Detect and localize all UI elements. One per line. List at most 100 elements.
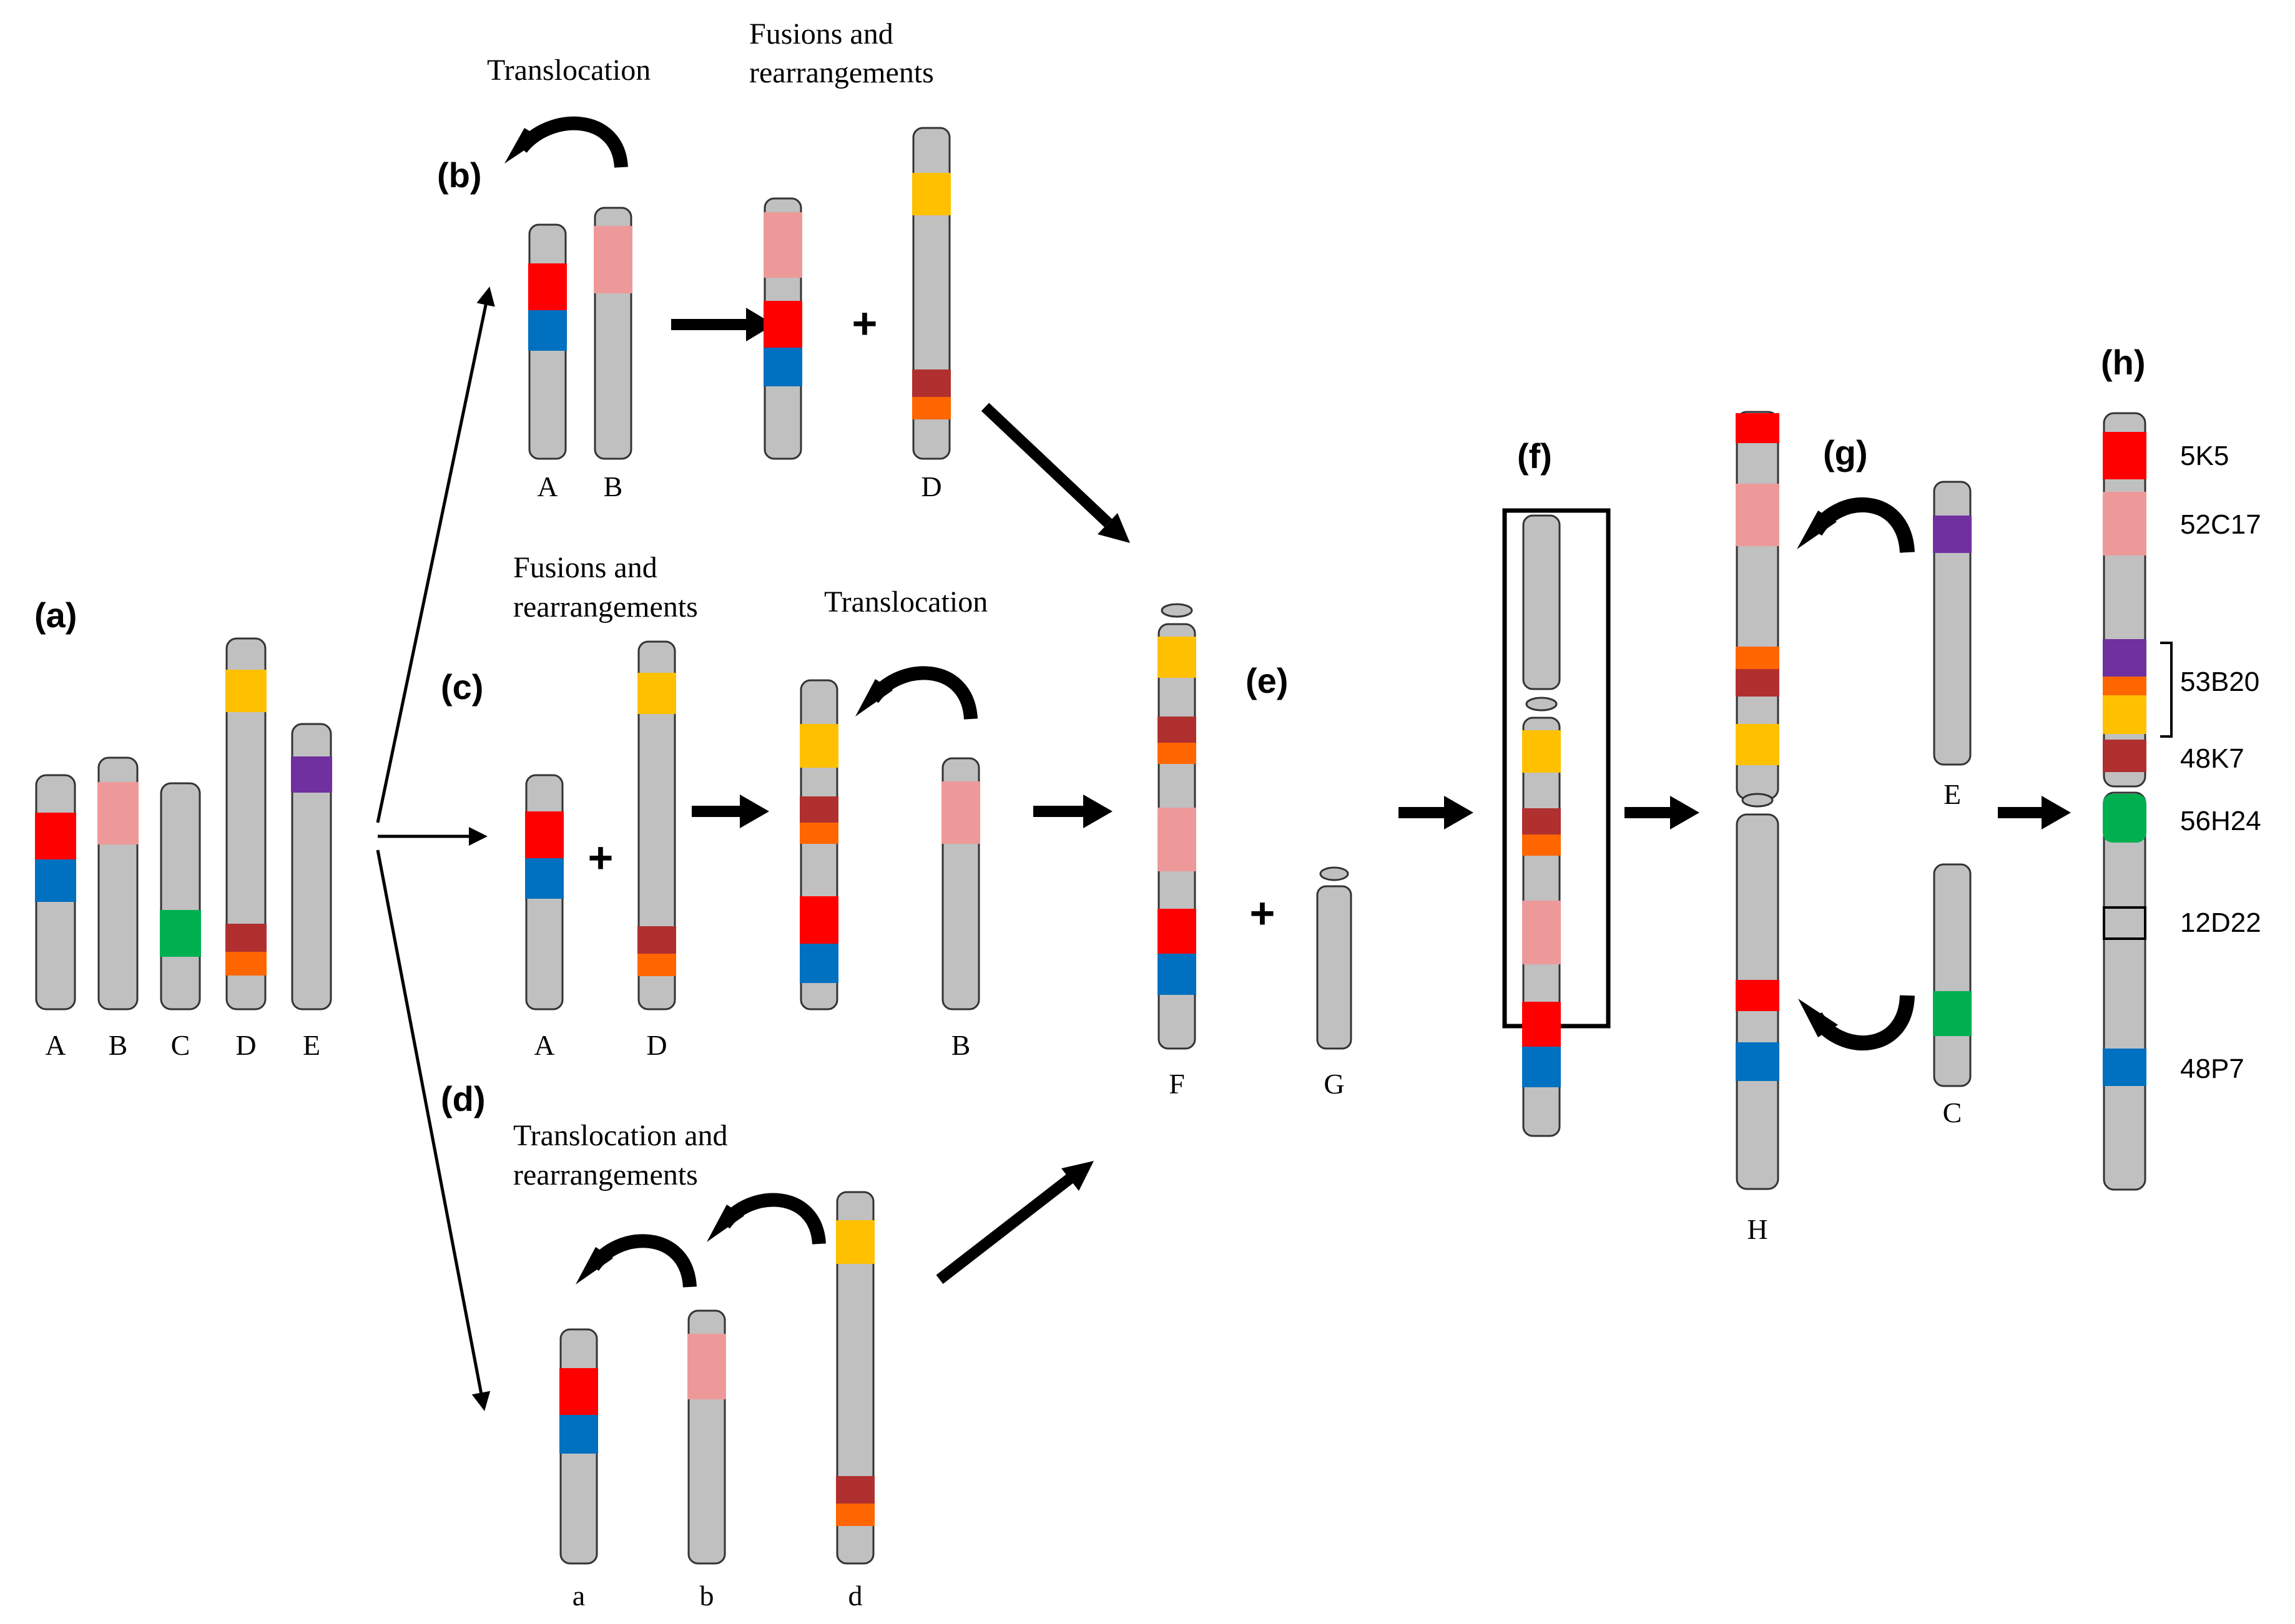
caption-d-line-1: Translocation and bbox=[513, 1119, 728, 1152]
panel-e-tag: (e) bbox=[1246, 661, 1288, 700]
band-gold bbox=[225, 670, 267, 712]
chromosome-e-G bbox=[1316, 885, 1352, 1050]
caption-c-translocation: Translocation bbox=[824, 585, 988, 619]
marker-48K7: 48K7 bbox=[2180, 743, 2244, 774]
band-darkred bbox=[225, 924, 267, 952]
label-d-b: b bbox=[700, 1580, 714, 1612]
band-pink bbox=[1736, 484, 1779, 546]
panel-a: A B C D E bbox=[35, 637, 332, 1061]
band-darkred bbox=[1522, 808, 1561, 834]
curved-arrow-d-1 bbox=[587, 1234, 697, 1288]
label-b-B: B bbox=[604, 471, 623, 502]
label-a-D: D bbox=[235, 1029, 256, 1061]
band-blue bbox=[525, 858, 564, 899]
band-red bbox=[1522, 1002, 1561, 1047]
panel-g-tag: (g) bbox=[1823, 433, 1868, 472]
band-blue bbox=[35, 859, 76, 902]
band-blue bbox=[528, 310, 567, 351]
band-orange bbox=[637, 954, 676, 976]
centromere-H bbox=[1741, 793, 1774, 808]
branch-arrows bbox=[376, 286, 495, 1411]
chromosome-c-D bbox=[637, 640, 676, 1010]
band-purple bbox=[1933, 516, 1972, 553]
band-orange bbox=[1157, 743, 1196, 764]
curved-arrow-g-1 bbox=[1809, 497, 1915, 554]
band-pink bbox=[1157, 808, 1196, 871]
band-darkred bbox=[637, 926, 676, 954]
caption-c-fusions-2: rearrangements bbox=[513, 590, 698, 624]
band-52C17 bbox=[2103, 492, 2146, 555]
panel-e: F + G bbox=[1157, 603, 1473, 1100]
marker-56H24: 56H24 bbox=[2180, 806, 2261, 836]
marker-12D22: 12D22 bbox=[2180, 907, 2261, 938]
chromosome-a-D bbox=[225, 637, 267, 1010]
band-blue bbox=[800, 944, 838, 983]
band-5K5 bbox=[2103, 432, 2146, 479]
chromosome-g-C bbox=[1933, 863, 1972, 1087]
marker-53B20: 53B20 bbox=[2180, 667, 2259, 697]
band-pink bbox=[1522, 901, 1561, 964]
band-red bbox=[528, 263, 567, 310]
band-blue bbox=[1157, 954, 1196, 995]
band-56H24 bbox=[2103, 794, 2146, 843]
band-darkred bbox=[912, 369, 951, 397]
chromosome-h-lower bbox=[2103, 791, 2146, 1191]
band-blue bbox=[764, 348, 802, 386]
marker-48P7: 48P7 bbox=[2180, 1054, 2244, 1084]
band-darkred bbox=[1736, 669, 1779, 697]
label-d-d: d bbox=[848, 1580, 863, 1612]
curved-arrow-c bbox=[867, 666, 978, 720]
label-c-B: B bbox=[951, 1029, 971, 1061]
label-g-E: E bbox=[1944, 778, 1961, 810]
band-gold bbox=[912, 173, 951, 215]
panel-c-tag: (c) bbox=[441, 667, 483, 707]
band-pink bbox=[97, 782, 139, 844]
panel-g: H E C bbox=[1736, 411, 2071, 1245]
label-c-D: D bbox=[646, 1029, 667, 1061]
marker-52C17: 52C17 bbox=[2180, 509, 2261, 540]
band-purple bbox=[291, 756, 332, 793]
label-a-E: E bbox=[303, 1029, 320, 1061]
band-gold bbox=[836, 1220, 875, 1264]
band-green bbox=[160, 910, 201, 957]
panel-b: A B + D bbox=[504, 116, 1130, 543]
satellite-F bbox=[1161, 603, 1193, 618]
panel-f-tag: (f) bbox=[1517, 436, 1552, 476]
band-orange bbox=[1522, 834, 1561, 856]
band-pink bbox=[941, 781, 980, 844]
band-12D22 bbox=[2103, 906, 2146, 940]
caption-b-fusions-1: Fusions and bbox=[749, 17, 893, 51]
curved-arrow-b-head bbox=[504, 128, 542, 164]
band-gold bbox=[1157, 637, 1196, 678]
band-green bbox=[1933, 991, 1972, 1036]
band-darkred bbox=[836, 1476, 875, 1504]
panel-d: a b d bbox=[559, 1161, 1094, 1612]
band-blue bbox=[559, 1415, 598, 1454]
plus-b: + bbox=[852, 299, 878, 348]
label-g-C: C bbox=[1943, 1097, 1962, 1128]
label-c-A: A bbox=[534, 1029, 554, 1061]
panel-h: 5K5 52C17 53B20 48K7 56H24 12D22 48P7 bbox=[2103, 412, 2261, 1191]
panel-b-tag: (b) bbox=[437, 155, 482, 195]
band-orange bbox=[225, 952, 267, 976]
band-pink bbox=[594, 226, 632, 293]
label-a-A: A bbox=[45, 1029, 66, 1061]
band-orange bbox=[800, 823, 838, 844]
caption-c-fusions-1: Fusions and bbox=[513, 551, 657, 584]
label-g-H: H bbox=[1747, 1213, 1767, 1245]
band-darkred bbox=[1157, 717, 1196, 743]
band-red bbox=[764, 301, 802, 348]
panel-h-tag: (h) bbox=[2101, 343, 2146, 382]
band-gold bbox=[1736, 724, 1779, 765]
caption-d-line-2: rearrangements bbox=[513, 1158, 698, 1191]
caption-b-fusions-2: rearrangements bbox=[749, 56, 934, 89]
panel-c: A + D B bbox=[525, 640, 1113, 1061]
panel-f bbox=[1502, 508, 1699, 1137]
marker-5K5: 5K5 bbox=[2180, 441, 2229, 471]
chromosome-d-d bbox=[836, 1191, 875, 1565]
band-blue bbox=[1522, 1047, 1561, 1087]
band-orange bbox=[912, 397, 951, 419]
band-orange bbox=[836, 1504, 875, 1526]
band-gold bbox=[1522, 730, 1561, 773]
